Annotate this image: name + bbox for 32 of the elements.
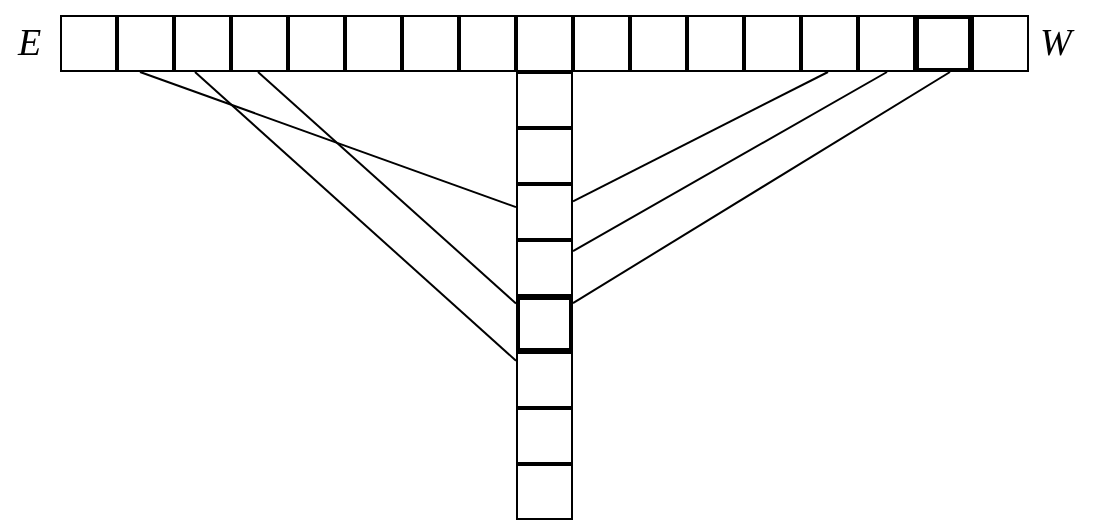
grid-cell [972,15,1029,72]
grid-cell [345,15,402,72]
grid-cell [459,15,516,72]
connector-line [139,71,517,209]
grid-cell [915,15,972,72]
grid-cell [516,296,573,352]
grid-cell [516,128,573,184]
connector-line [572,71,829,203]
connector-line [572,71,888,253]
grid-cell [117,15,174,72]
grid-cell [516,15,573,72]
grid-cell [60,15,117,72]
grid-cell [858,15,915,72]
connector-line [194,71,517,362]
grid-cell [516,184,573,240]
grid-cell [801,15,858,72]
grid-cell [288,15,345,72]
grid-cell [573,15,630,72]
grid-cell [687,15,744,72]
grid-cell [630,15,687,72]
grid-cell [516,408,573,464]
grid-cell [516,72,573,128]
grid-cell [402,15,459,72]
grid-cell [174,15,231,72]
end-label: E [18,22,42,62]
grid-cell [516,464,573,520]
connector-line [572,71,951,305]
grid-cell [744,15,801,72]
connector-line [257,71,517,305]
grid-cell [516,352,573,408]
grid-cell [231,15,288,72]
grid-cell [516,240,573,296]
